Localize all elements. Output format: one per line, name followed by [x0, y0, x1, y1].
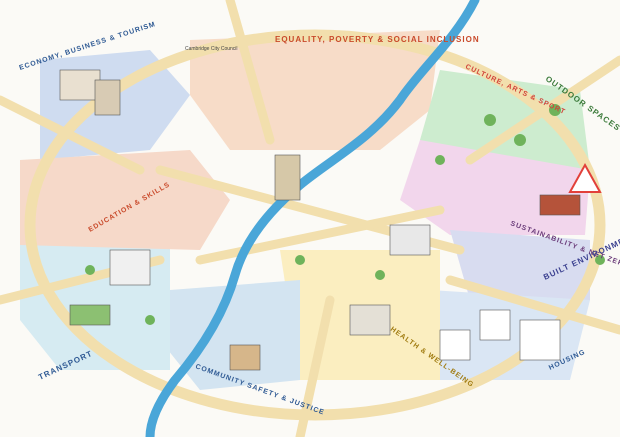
label-equality: EQUALITY, POVERTY & SOCIAL INCLUSION: [275, 35, 480, 44]
label-council: Cambridge City Council: [185, 46, 238, 52]
river: [145, 0, 480, 437]
trees: [85, 104, 605, 325]
ring-road: [24, 29, 606, 421]
buildings: [59, 69, 581, 371]
zone-built: [450, 230, 590, 300]
warning-sign-icon: [568, 162, 602, 193]
zone-community: [160, 280, 300, 390]
